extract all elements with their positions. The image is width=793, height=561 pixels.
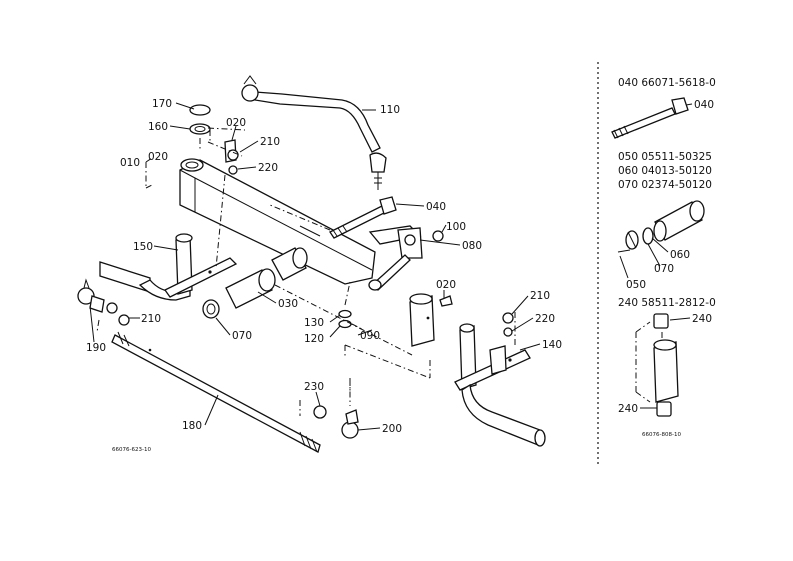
callout-leaders: [89, 102, 541, 431]
callout-240-detail: 240: [692, 313, 712, 325]
callout-190: 190: [86, 342, 106, 354]
callout-150: 150: [133, 241, 153, 253]
tie-rod-end-200: [313, 405, 359, 439]
callout-100: 100: [446, 221, 466, 233]
figure-code: 66076-623-10: [112, 447, 151, 453]
grease-fittings: [224, 139, 514, 337]
parts-list-row-240: 240 58511-2812-0: [618, 297, 716, 309]
washers-120-130: [338, 309, 352, 329]
tie-rod-end-190: [77, 278, 130, 326]
callout-030: 030: [278, 298, 298, 310]
assembly-center-lines: [96, 127, 516, 416]
callout-090: 090: [360, 330, 380, 342]
callout-060-detail: 060: [670, 249, 690, 261]
callout-200: 200: [382, 423, 402, 435]
callout-050-detail: 050: [626, 279, 646, 291]
callout-020: 020: [436, 279, 456, 291]
callout-numbers: 170 160 020 010 020 210 220 110 040 100 …: [86, 98, 562, 453]
callout-080: 080: [462, 240, 482, 252]
callout-160: 160: [148, 121, 168, 133]
steering-knuckle-140: [454, 323, 546, 447]
callout-040: 040: [426, 201, 446, 213]
callout-170: 170: [152, 98, 172, 110]
parts-list-row-070: 070 02374-50120: [618, 179, 712, 191]
callout-230: 230: [304, 381, 324, 393]
bushing-030: [225, 247, 308, 309]
front-axle-beam: [179, 158, 376, 285]
figure-code-detail: 66076-808-10: [642, 432, 681, 438]
tie-rod-180: [111, 331, 321, 453]
pivot-sleeve: [409, 293, 435, 347]
steering-knuckle-150: [99, 233, 238, 301]
callout-180: 180: [182, 420, 202, 432]
callout-220: 220: [258, 162, 278, 174]
callout-040-detail: 040: [694, 99, 714, 111]
callout-120: 120: [304, 333, 324, 345]
bushing-detail: [625, 200, 705, 250]
callout-070: 070: [232, 330, 252, 342]
washers-160-170: [189, 104, 211, 135]
parts-list-panel: 040 66071-5618-0 040 050 05511-50325 060…: [611, 77, 716, 438]
parts-list-row-040: 040 66071-5618-0: [618, 77, 716, 89]
bolt-040: [329, 196, 397, 239]
parts-list-row-060: 060 04013-50120: [618, 165, 712, 177]
callout-110: 110: [380, 104, 400, 116]
callout-010: 010: [120, 157, 140, 169]
pin-240-detail: [635, 313, 679, 417]
bolt-090: [368, 254, 411, 291]
callout-020: 020: [148, 151, 168, 163]
bushing-070: [202, 299, 220, 319]
callout-210: 210: [260, 136, 280, 148]
callout-210: 210: [530, 290, 550, 302]
callout-220: 220: [535, 313, 555, 325]
callout-130: 130: [304, 317, 324, 329]
parts-list-row-050: 050 05511-50325: [618, 151, 712, 163]
bolt-040-detail: [611, 97, 689, 139]
callout-070-detail: 070: [654, 263, 674, 275]
callout-140: 140: [542, 339, 562, 351]
callout-020: 020: [226, 117, 246, 129]
callout-240-detail: 240: [618, 403, 638, 415]
tie-rod-110: [241, 75, 387, 190]
callout-210: 210: [141, 313, 161, 325]
bracket-080: [368, 225, 444, 259]
